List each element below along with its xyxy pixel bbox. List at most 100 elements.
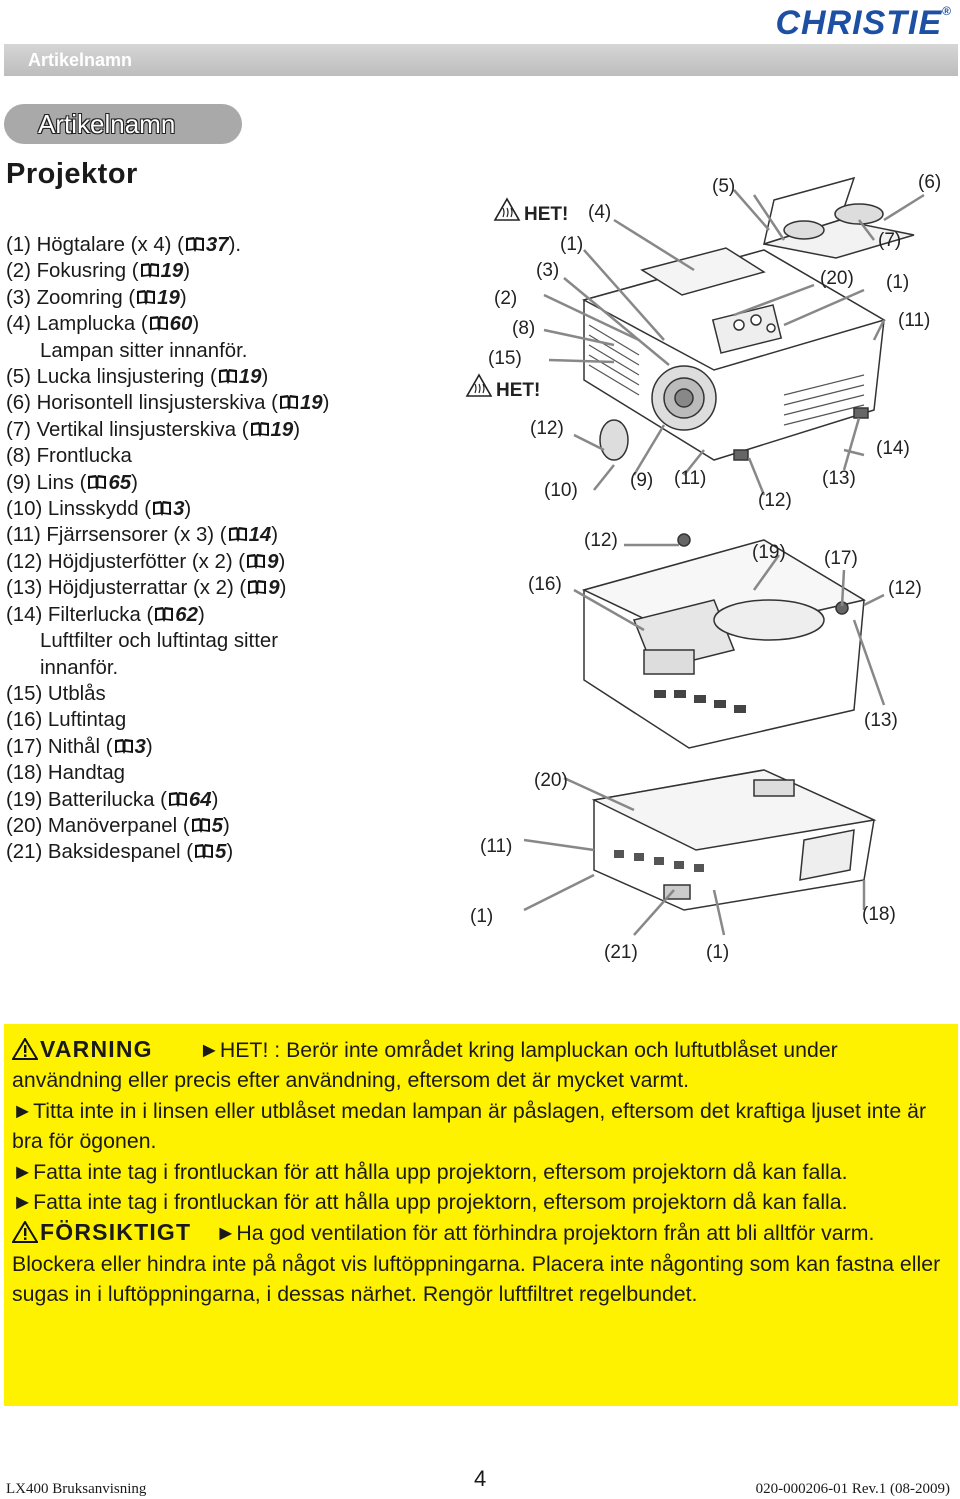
page-reference: 65 [108,471,132,494]
part-text: (13) Höjdjusterrattar (x 2) ( [6,577,247,600]
parts-list-item: (16) Luftintag [6,707,329,733]
part-text-tail: ) [222,814,230,837]
part-text: (10) Linsskydd ( [6,498,152,521]
part-text-tail: ) [261,366,269,389]
manual-page-icon [153,501,172,517]
part-text: (5) Lucka linsjustering ( [6,366,217,389]
parts-list-item: (4) Lamplucka ( 60) [6,311,329,337]
part-text: Luftfilter och luftintag sitter [40,630,279,653]
manual-page-icon [250,421,269,437]
page-reference: 19 [299,392,323,415]
callout-label: (18) [862,904,896,925]
manual-page-icon [155,606,174,622]
part-text-tail: ) [183,260,191,283]
page-reference: 19 [238,366,262,389]
page-reference: 14 [248,524,272,547]
part-text: (19) Batterilucka ( [6,788,167,811]
part-text: (4) Lamplucka ( [6,313,148,336]
parts-list-item: (17) Nithål ( 3) [6,734,329,760]
manual-page-icon [191,817,210,833]
part-text-tail: ) [278,550,286,573]
parts-list-item: (20) Manöverpanel (5) [6,813,329,839]
callout-label: (13) [822,468,856,489]
manual-page-icon [279,395,298,411]
projector-rear-view [591,769,877,911]
hot-warning-icon [466,374,492,397]
callout-label: (12) [530,418,564,439]
page-reference: 60 [169,313,193,336]
warning-heading: VARNING [12,1036,199,1062]
callout-label: (4) [588,202,611,223]
page-reference: 3 [173,498,185,521]
part-text-tail: ) [271,524,279,547]
part-text: (7) Vertikal linsjusterskiva ( [6,418,249,441]
parts-list-item: (1) Högtalare (x 4) (37). [6,232,329,258]
callout-label: (19) [752,542,786,563]
manual-page-icon [168,791,187,807]
header-bar-title: Artikelnamn [28,50,133,70]
parts-list-item: (2) Fokusring (19) [6,258,329,284]
caution-icon [12,1221,38,1244]
parts-list-item: (10) Linsskydd (3) [6,496,329,522]
warning-paragraph: ►Titta inte in i linsen eller utblåset m… [12,1098,927,1154]
part-text: (17) Nithål ( [6,735,113,758]
projector-bottom-view [581,533,866,749]
manual-page-icon [247,553,266,569]
part-text-tail: ) [192,313,200,336]
callout-label: (20) [534,770,568,791]
callout-label: (15) [488,348,522,369]
callout-label: (11) [480,836,512,857]
section-pill: Artikelnamn [4,104,242,144]
manual-page-icon [149,316,168,332]
manual-page-icon [88,474,107,490]
callout-label: (8) [512,318,535,339]
page-number: 4 [474,1466,487,1491]
parts-list: (1) Högtalare (x 4) (37).(2) Fokusring (… [6,232,329,866]
parts-list-item: (6) Horisontell linsjusterskiva (19) [6,390,329,416]
warning-text: VARNING►HET! : Berör inte området kring … [12,1034,942,1310]
page-reference: 62 [175,603,198,626]
part-text: (14) Filterlucka ( [6,603,154,626]
warning-paragraph: ►HET! : Berör inte området kring lampluc… [12,1038,838,1093]
callout-label: (11) [674,468,706,489]
callout-label: (12) [758,490,792,511]
part-text: (9) Lins ( [6,471,87,494]
parts-list-item: (3) Zoomring (19) [6,285,329,311]
callout-label: (11) [898,310,930,331]
page-reference: 37 [205,234,229,256]
manual-page-icon [137,289,156,305]
parts-list-item: innanför. [6,655,329,681]
footer-doc-id: 020-000206-01 Rev.1 (08-2009) [755,1481,950,1497]
part-text: (2) Fokusring ( [6,260,139,283]
parts-list-item: (21) Baksidespanel (5) [6,839,329,865]
parts-list-item: Lampan sitter innanför. [6,338,329,364]
part-text-tail: ) [211,788,219,811]
callout-label: (17) [824,548,858,569]
page-reference: 3 [134,735,146,758]
part-text: (11) Fjärrsensorer (x 3) ( [6,524,227,547]
callout-label: (3) [536,260,559,281]
part-text-tail: ) [279,577,287,600]
manual-page-icon [228,527,247,543]
part-text: Lampan sitter innanför. [40,339,248,362]
part-text: (12) Höjdjusterfötter (x 2) ( [6,550,246,573]
callout-label: (5) [712,176,735,197]
page-reference: 19 [157,286,180,309]
header-bar: Artikelnamn [4,44,958,76]
part-text-tail: ) [145,735,153,758]
page-reference: 19 [270,418,294,441]
part-text: innanför. [40,656,119,679]
parts-list-item: (7) Vertikal linsjusterskiva (19) [6,417,329,443]
parts-list-item: Luftfilter och luftintag sitter [6,628,329,654]
parts-list-item: (12) Höjdjusterfötter (x 2) (9) [6,549,329,575]
callout-label: (1) [706,942,729,963]
het-label: HET! [524,204,568,225]
parts-list-item: (15) Utblås [6,681,329,707]
manual-page-icon [114,738,133,754]
warning-paragraph: ►Fatta inte tag i frontluckan för att hå… [12,1159,848,1184]
callout-label: (16) [528,574,562,595]
caution-heading: FÖRSIKTIGT [12,1219,215,1245]
warning-icon [12,1038,38,1060]
parts-list-item: (11) Fjärrsensorer (x 3) ( 14) [6,522,329,548]
manual-page-icon [248,580,267,596]
